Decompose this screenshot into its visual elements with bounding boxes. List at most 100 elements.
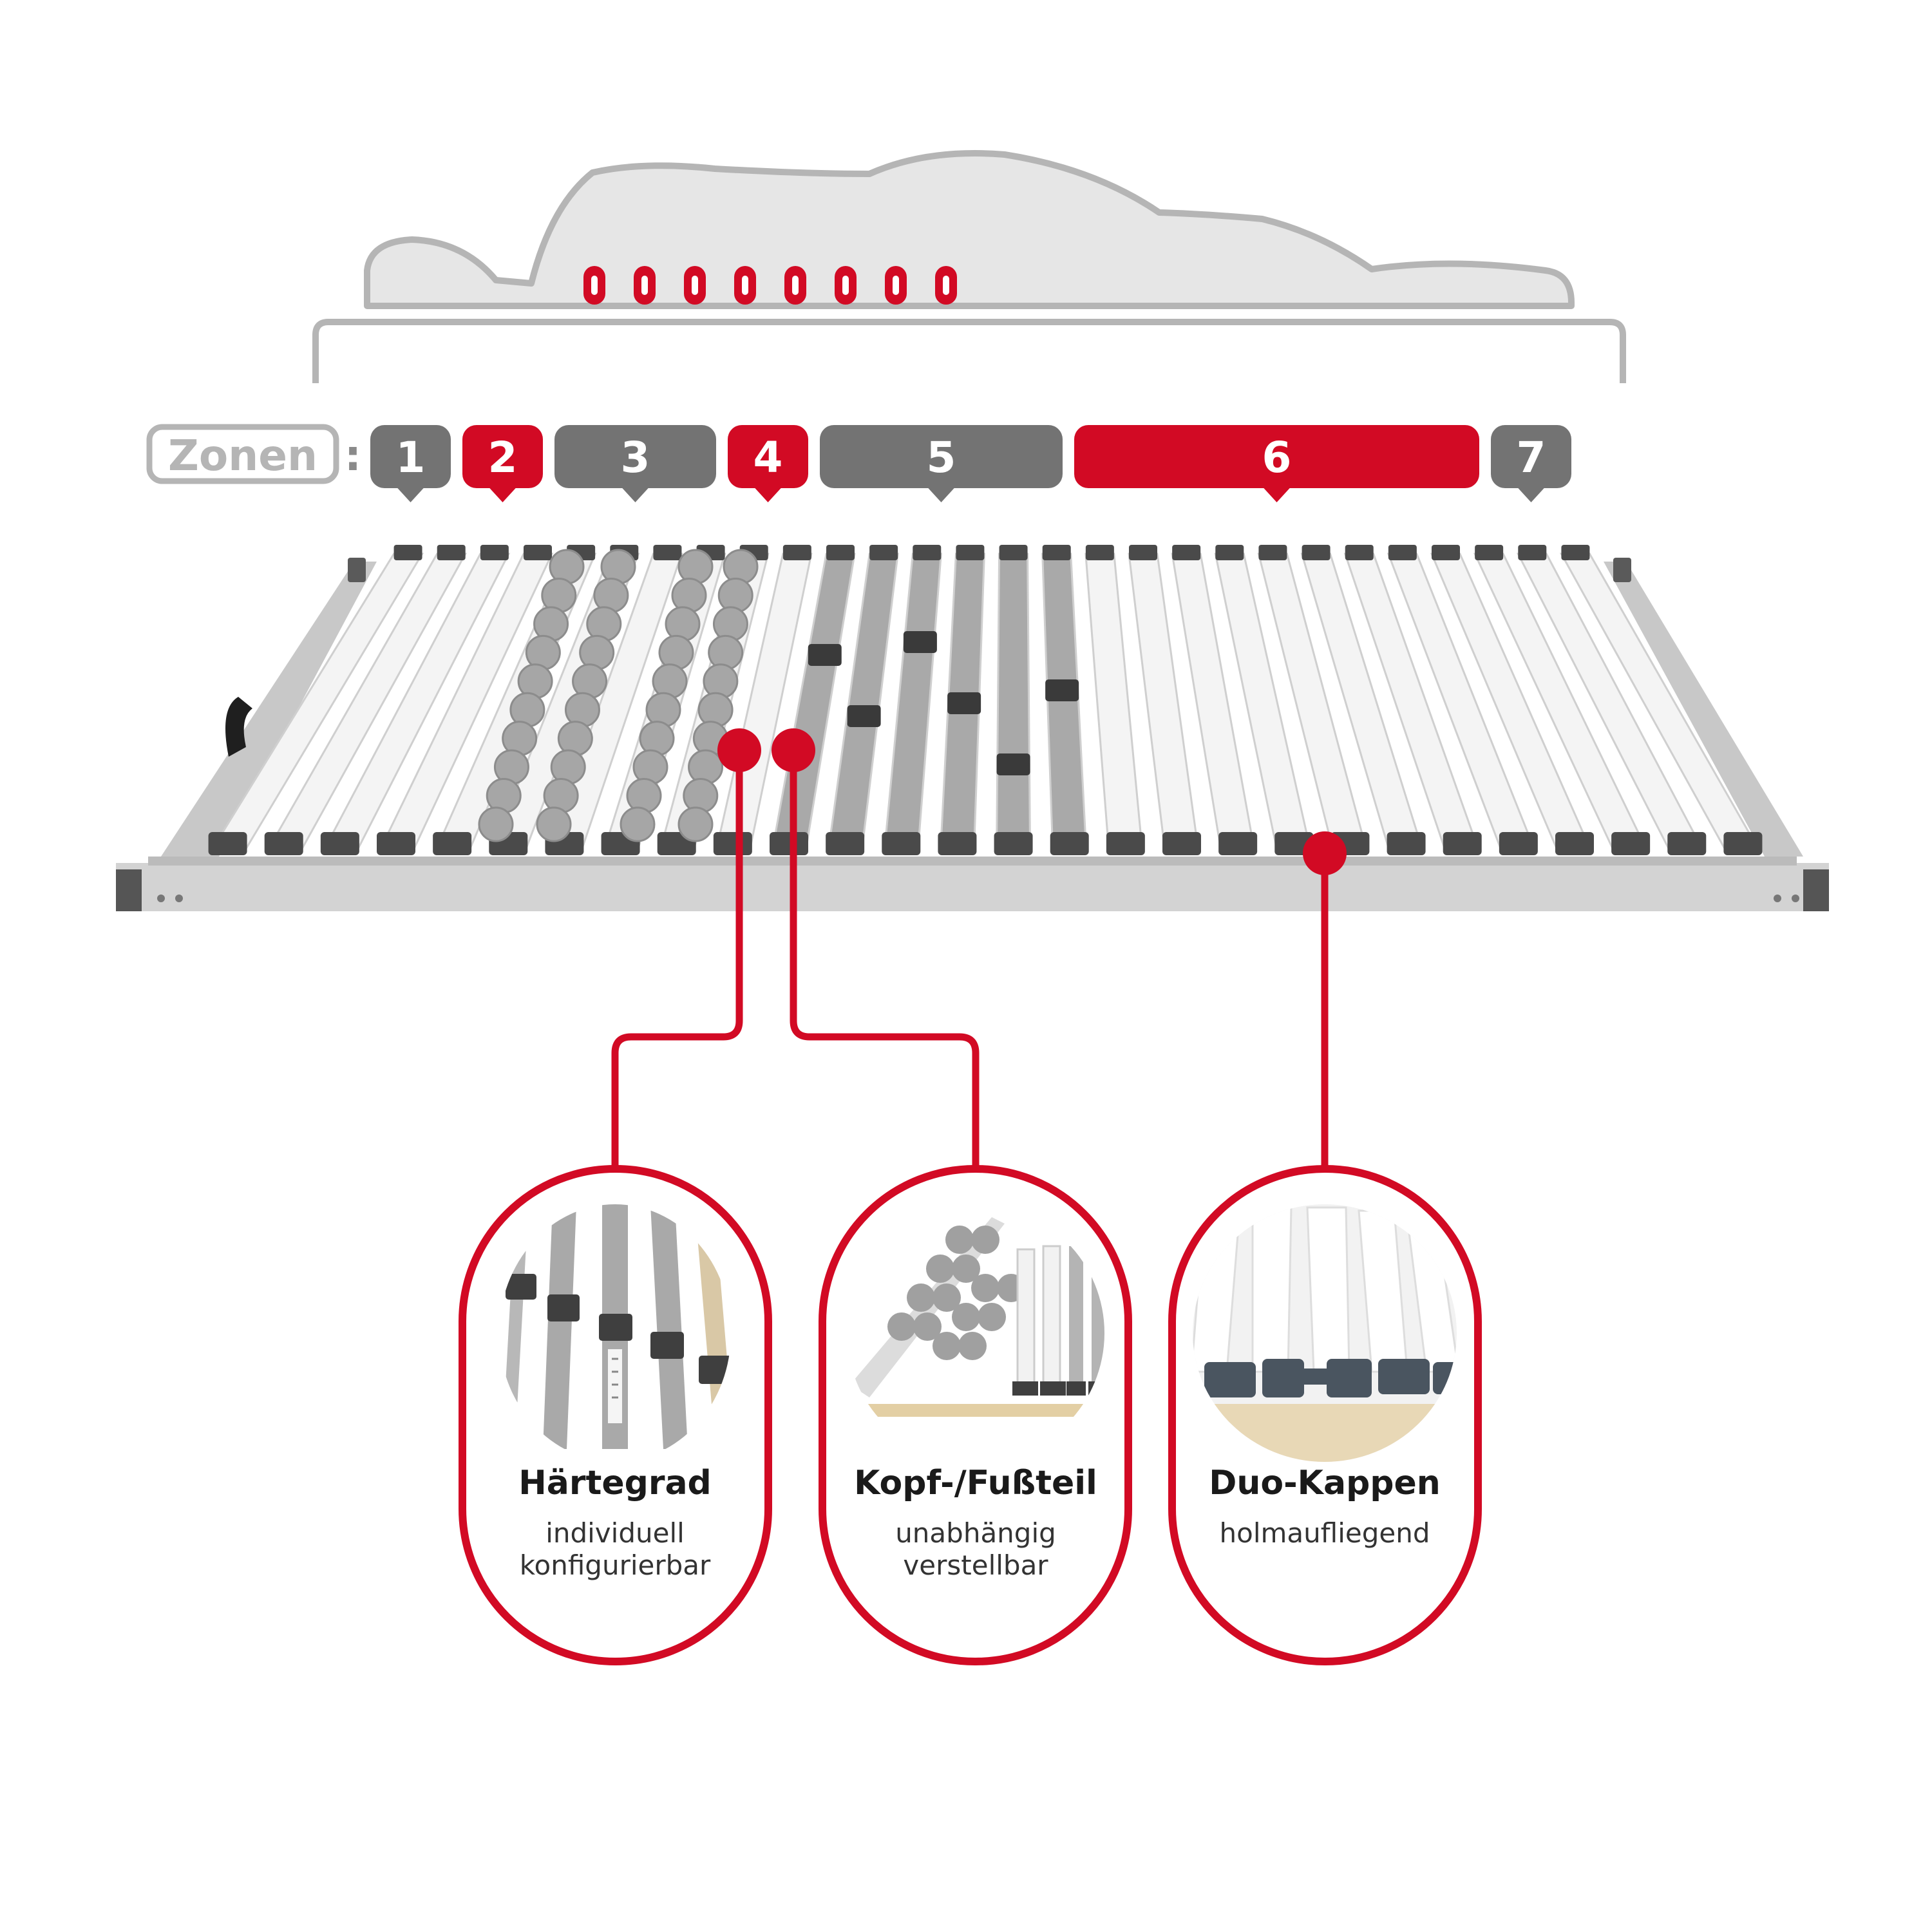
slat-cap-top [1561,545,1590,560]
marker-dot-haertegrad [717,728,761,772]
zone-tag-7: 7 [1491,425,1571,502]
slat-cap-bottom [1162,832,1201,855]
zone-tag-6: 6 [1074,425,1479,502]
card-subtitle-line: verstellbar [903,1549,1048,1581]
slat [996,553,1032,853]
zone-number: 5 [927,433,956,482]
firmness-slider [1045,679,1079,701]
zone-number: 3 [621,433,650,482]
zone-tag-body [462,425,543,488]
rail-screw [1774,895,1781,902]
callout-card-haertegrad: Härtegrad individuell konfigurierbar [459,1165,772,1665]
zone-tag-pointer [1262,487,1291,502]
pressure-marker-dot [641,276,648,295]
pressure-marker-dot [591,276,598,295]
marker-dot-kopf-fussteil [772,728,815,772]
slat-cap-bottom [1555,832,1594,855]
slat-cap-top [826,545,855,560]
connector-haertegrad [611,750,743,1172]
zone-tag-body [1074,425,1479,488]
zone-tag-1: 1 [370,425,451,502]
slat-cap-top [1388,545,1417,560]
slat-cap-top [1432,545,1460,560]
slat [1041,553,1088,853]
slat-cap-bottom [1499,832,1538,855]
frame-handle [225,697,252,757]
slat-cap-bottom [1218,832,1258,855]
zone-tag-body [820,425,1063,488]
slat-cap-top [437,545,466,560]
slat-cap-bottom [1050,832,1089,855]
firmness-slider [947,692,981,714]
rail-screw [175,895,183,902]
front-rail-top [148,857,1797,866]
body-silhouette [312,150,1626,383]
callout-card-kopf-fussteil: Kopf-/Fußteil unabhängig verstellbar [819,1165,1132,1665]
callout-markers [717,728,1347,875]
comfort-pad [536,806,572,842]
slat-cap-top [480,545,509,560]
pressure-marker-dot [792,276,799,295]
front-rail [116,863,1829,911]
slat-cap-top [782,545,811,560]
duo-caps-image [1193,1204,1457,1462]
card-subtitle-line: holmaufliegend [1220,1517,1430,1549]
slatted-frame [116,545,1829,911]
slat-cap-bottom [1387,832,1426,855]
raised-head-section-image [847,1204,1104,1462]
slat-cap-bottom [994,832,1033,855]
adjustable-slats-image [499,1204,731,1462]
slat-cap-bottom [1723,832,1763,855]
zone-tag-3: 3 [554,425,716,502]
firmness-slider [847,705,881,727]
slat-cap-top [393,545,422,560]
pressure-marker-dot [742,276,748,295]
slat-cap-top [1172,545,1201,560]
callout-card-duo-kappen: Duo-Kappen holmaufliegend [1168,1165,1482,1665]
slat-cap-bottom [713,832,752,855]
slat-cap-bottom [377,832,415,855]
pressure-marker-dot [692,276,698,295]
slat-cap-bottom [826,832,865,855]
card-title: Härtegrad [518,1464,712,1502]
zone-tag-5: 5 [820,425,1063,502]
slat-cap-bottom [1611,832,1651,855]
zone-tag-body [554,425,716,488]
comfort-pad [677,806,714,842]
slat-cap-top [1345,545,1374,560]
callout-cards: Härtegrad individuell konfigurierbar [459,1165,1482,1665]
zones-separator: : [345,431,361,480]
zone-tag-body [370,425,451,488]
zone-tag-body [728,425,808,488]
body-silhouette-shape [364,150,1575,309]
comfort-pad [620,806,656,842]
connector-kopf-fussteil [790,750,980,1172]
mattress-bracket [312,319,1626,383]
slat-cap-bottom [770,832,808,855]
slat-cap-bottom [1106,832,1145,855]
zone-number: 2 [488,433,518,482]
rail-end-cap-left [348,558,366,582]
pressure-marker-dot [842,276,849,295]
slat-cap-top [1518,545,1547,560]
slat-cap-top [956,545,985,560]
pressure-markers [583,266,957,305]
slat-cap-top [1215,545,1244,560]
slat-cap-top [1085,545,1114,560]
firmness-slider [903,631,937,653]
comfort-pad [478,806,514,842]
pressure-marker-dot [893,276,899,295]
slat-cap-bottom [1667,832,1707,855]
zone-tag-pointer [753,487,782,502]
slat-cap-top [869,545,898,560]
slat-cap-top [653,545,682,560]
marker-dot-duo-kappen [1303,831,1347,875]
zones-label: Zonen [168,431,317,480]
shoulder-comfort-pads [478,549,759,842]
zone-tag-pointer [621,487,650,502]
slat-cap-top [1302,545,1331,560]
zone-tag-pointer [396,487,425,502]
pressure-marker-dot [943,276,949,295]
slat-cap-top [999,545,1028,560]
